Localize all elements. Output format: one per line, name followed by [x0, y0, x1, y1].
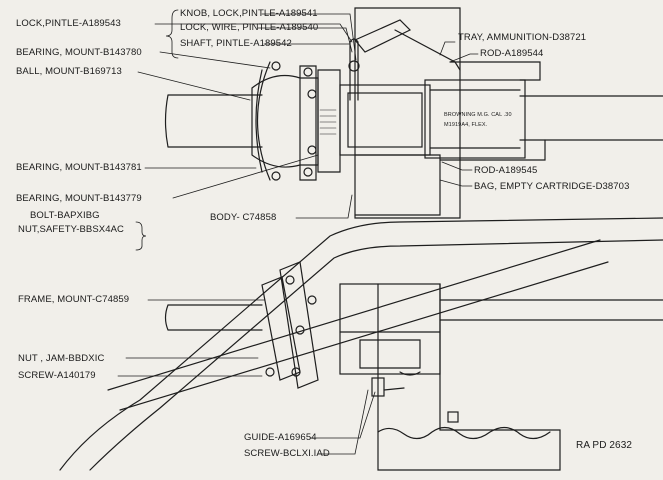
label-screw-bclx: SCREW-BCLXI.IAD [244, 448, 330, 459]
label-screw-a140179: SCREW-A140179 [18, 370, 96, 381]
ammo-tray-side [377, 283, 561, 471]
empty-cartridge-bag [354, 154, 441, 216]
label-nut-jam: NUT , JAM-BBDXIC [18, 353, 105, 364]
ball-mount-housing [255, 61, 271, 181]
label-rod-a189544: ROD-A189544 [480, 48, 544, 59]
label-lock-pintle: LOCK,PINTLE-A189543 [16, 18, 121, 29]
bag-wavy-edge [377, 426, 551, 440]
label-shaft-pintle: SHAFT, PINTLE-A189542 [180, 38, 292, 49]
label-knob-lock-pintle: KNOB, LOCK,PINTLE-A189541 [180, 8, 318, 19]
barrel-tube-side [164, 304, 263, 331]
barrel-tube-top-right [519, 95, 663, 141]
figure-reference: RA PD 2632 [576, 440, 633, 451]
pintle-shaft [349, 38, 359, 101]
flange-bolts [271, 61, 317, 181]
label-frame-mount: FRAME, MOUNT-C74859 [18, 294, 130, 305]
body-box-top [339, 84, 431, 156]
label-rod-a189545: ROD-A189545 [474, 165, 538, 176]
gun-marking-line2: M1919A4, FLEX. [444, 122, 488, 128]
gun-marking-line1: BROWNING M.G. CAL .30 [444, 112, 512, 118]
label-tray-ammunition: TRAY, AMMUNITION-D38721 [458, 32, 587, 43]
frame-tube-diagonal [59, 217, 663, 471]
body-box-side [339, 283, 441, 375]
label-bearing-mount-b143779: BEARING, MOUNT-B143779 [16, 193, 142, 204]
cross-tube [107, 239, 609, 411]
side-view [59, 217, 663, 471]
barrel-tube-top [164, 94, 263, 148]
label-bag-empty-cartridge: BAG, EMPTY CARTRIDGE-D38703 [474, 181, 630, 192]
gun-receiver-top [424, 79, 526, 159]
label-bearing-mount-b143780: BEARING, MOUNT-B143780 [16, 47, 142, 58]
label-nut-safety: NUT,SAFETY-BBSX4AC [18, 224, 124, 235]
label-lock-wire-pintle: LOCK, WIRE, PINTLE-A189540 [180, 22, 319, 33]
label-bolt: BOLT-BAPXIBG [30, 210, 100, 221]
label-bearing-mount-b143781: BEARING, MOUNT-B143781 [16, 162, 142, 173]
rod-a189545 [439, 139, 546, 161]
label-body: BODY- C74858 [210, 212, 277, 223]
pintle-knob [348, 60, 360, 72]
label-guide: GUIDE-A169654 [244, 432, 317, 443]
ball-mount-flange [299, 65, 341, 181]
frame-bolts [265, 275, 317, 377]
frame-mount-plate [261, 261, 319, 389]
top-view [164, 7, 663, 219]
guide-piece [371, 377, 385, 397]
rod-a189544 [449, 61, 541, 81]
label-ball-mount: BALL, MOUNT-B169713 [16, 66, 122, 77]
leader-lines [117, 9, 479, 455]
ammo-tray-top [354, 7, 461, 219]
